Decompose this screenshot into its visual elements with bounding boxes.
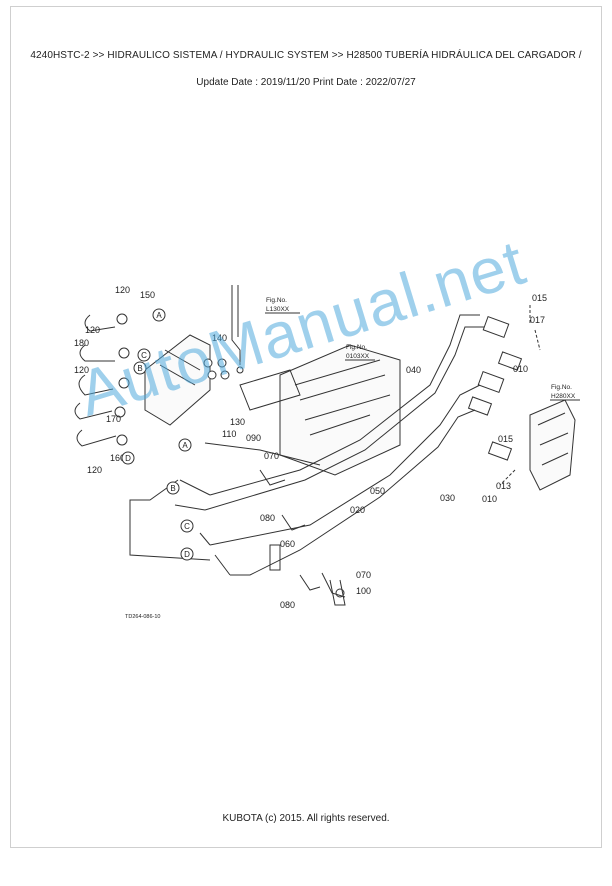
part-label: 100 — [356, 586, 371, 596]
callout-c: C — [184, 522, 190, 531]
callout-b: B — [170, 484, 175, 493]
fig-ref-code: H280XX — [551, 393, 576, 400]
part-label: 170 — [106, 414, 121, 424]
part-label: 070 — [356, 570, 371, 580]
callout-c: C — [141, 351, 147, 360]
fig-ref-code: L130XX — [266, 306, 290, 313]
part-label: 120 — [85, 325, 100, 335]
part-label: 050 — [370, 486, 385, 496]
part-label: 080 — [260, 513, 275, 523]
part-label: 120 — [87, 465, 102, 475]
part-label: 060 — [280, 539, 295, 549]
part-label: 110 — [222, 429, 236, 439]
part-label: 070 — [264, 451, 279, 461]
fig-ref-code: 0103XX — [346, 353, 370, 360]
part-label: 015 — [532, 293, 547, 303]
fig-ref-title: Fig.No. — [551, 384, 572, 391]
part-label: 160 — [110, 453, 125, 463]
part-label: 010 — [513, 364, 528, 374]
hydraulic-diagram: 120 150 120 180 120 170 160 120 140 110 … — [60, 275, 590, 630]
fig-ref-title: Fig.No. — [266, 297, 287, 304]
page-dates: Update Date : 2019/11/20 Print Date : 20… — [196, 77, 416, 88]
page-border — [10, 6, 602, 848]
fig-ref-title: Fig.No. — [346, 344, 367, 351]
part-label: 040 — [406, 365, 421, 375]
copyright-footer: KUBOTA (c) 2015. All rights reserved. — [222, 813, 390, 824]
callout-a: A — [156, 311, 162, 320]
callout-a: A — [182, 441, 188, 450]
callout-d: D — [184, 550, 190, 559]
part-label: 120 — [115, 285, 130, 295]
page-title: 4240HSTC-2 >> HIDRAULICO SISTEMA / HYDRA… — [30, 50, 582, 61]
callout-b: B — [137, 364, 142, 373]
part-label: 010 — [482, 494, 497, 504]
part-label: 015 — [498, 434, 513, 444]
part-label: 080 — [280, 600, 295, 610]
part-label: 017 — [530, 315, 545, 325]
part-label: 020 — [350, 505, 365, 515]
part-label: 140 — [212, 333, 227, 343]
part-label: 150 — [140, 290, 155, 300]
part-label: 030 — [440, 493, 455, 503]
part-label: 120 — [74, 365, 89, 375]
drawing-code: TD264-086-10 — [125, 614, 160, 620]
callout-d: D — [125, 454, 131, 463]
part-label: 180 — [74, 338, 89, 348]
part-label: 130 — [230, 417, 245, 427]
part-label: 090 — [246, 433, 261, 443]
part-label: 013 — [496, 481, 511, 491]
